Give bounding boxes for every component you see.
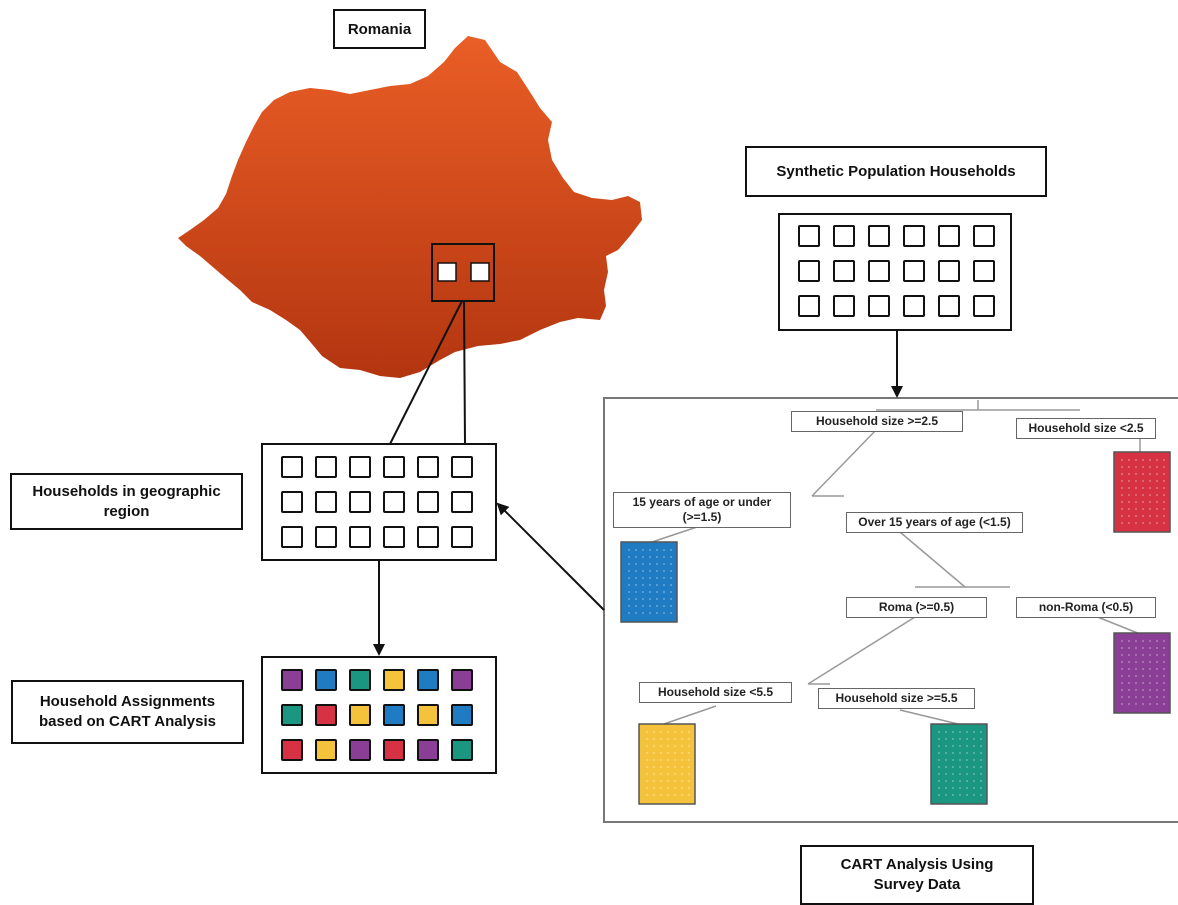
arrow-cart-to-region — [496, 502, 605, 611]
household-square-purple — [451, 669, 473, 691]
household-square — [798, 295, 820, 317]
leaf-green — [930, 723, 988, 805]
household-square-red — [315, 704, 337, 726]
title-households-geographic-region: Households in geographic region — [10, 473, 243, 530]
household-square — [349, 491, 371, 513]
household-square — [281, 526, 303, 548]
assignment-household-grid — [281, 669, 473, 761]
household-square — [833, 295, 855, 317]
household-square — [903, 225, 925, 247]
household-square-red — [281, 739, 303, 761]
household-square — [417, 456, 439, 478]
household-square — [798, 260, 820, 282]
map-region-box — [431, 243, 495, 302]
household-square-yellow — [315, 739, 337, 761]
node-household-size-ge-5-5: Household size >=5.5 — [818, 688, 975, 709]
synthetic-household-grid — [798, 225, 995, 317]
household-square-purple — [281, 669, 303, 691]
household-square-yellow — [349, 704, 371, 726]
household-square-green — [281, 704, 303, 726]
household-square — [417, 526, 439, 548]
leaf-red — [1113, 451, 1171, 533]
household-square — [315, 456, 337, 478]
household-square — [938, 260, 960, 282]
household-square — [938, 295, 960, 317]
household-square — [383, 491, 405, 513]
household-square — [383, 526, 405, 548]
leaf-yellow — [638, 723, 696, 805]
household-square — [903, 295, 925, 317]
title-household-assignments: Household Assignments based on CART Anal… — [11, 680, 244, 744]
household-square-blue — [451, 704, 473, 726]
household-square — [973, 225, 995, 247]
household-square — [868, 225, 890, 247]
node-age-under-15: 15 years of age or under (>=1.5) — [613, 492, 791, 528]
map-household-square — [437, 262, 457, 282]
household-square — [973, 260, 995, 282]
title-synthetic-population: Synthetic Population Households — [745, 146, 1047, 197]
household-square-blue — [417, 669, 439, 691]
household-square-purple — [349, 739, 371, 761]
household-square — [315, 491, 337, 513]
region-household-grid — [281, 456, 473, 548]
household-square-green — [349, 669, 371, 691]
romania-map — [178, 36, 642, 378]
household-square-blue — [315, 669, 337, 691]
household-square — [281, 491, 303, 513]
tree-edges — [651, 400, 1141, 725]
node-household-size-lt-5-5: Household size <5.5 — [639, 682, 792, 703]
household-square — [833, 225, 855, 247]
household-square-purple — [417, 739, 439, 761]
household-square — [417, 491, 439, 513]
household-square — [833, 260, 855, 282]
household-square — [281, 456, 303, 478]
household-square — [383, 456, 405, 478]
household-square — [938, 225, 960, 247]
household-square — [868, 295, 890, 317]
household-square — [903, 260, 925, 282]
household-square-yellow — [383, 669, 405, 691]
household-square — [451, 526, 473, 548]
household-square-red — [383, 739, 405, 761]
title-romania: Romania — [333, 9, 426, 49]
household-square — [451, 456, 473, 478]
title-cart-analysis: CART Analysis Using Survey Data — [800, 845, 1034, 905]
household-square — [349, 526, 371, 548]
household-square — [798, 225, 820, 247]
leaf-blue — [620, 541, 678, 623]
household-square — [973, 295, 995, 317]
zoom-line — [463, 300, 466, 445]
node-roma: Roma (>=0.5) — [846, 597, 987, 618]
node-age-over-15: Over 15 years of age (<1.5) — [846, 512, 1023, 533]
node-household-size-ge-2-5: Household size >=2.5 — [791, 411, 963, 432]
household-square — [315, 526, 337, 548]
household-square — [868, 260, 890, 282]
household-square-blue — [383, 704, 405, 726]
zoom-line — [389, 300, 463, 445]
household-square — [451, 491, 473, 513]
node-non-roma: non-Roma (<0.5) — [1016, 597, 1156, 618]
household-square-yellow — [417, 704, 439, 726]
household-square — [349, 456, 371, 478]
leaf-purple — [1113, 632, 1171, 714]
map-household-square — [470, 262, 490, 282]
household-square-green — [451, 739, 473, 761]
node-household-size-lt-2-5: Household size <2.5 — [1016, 418, 1156, 439]
